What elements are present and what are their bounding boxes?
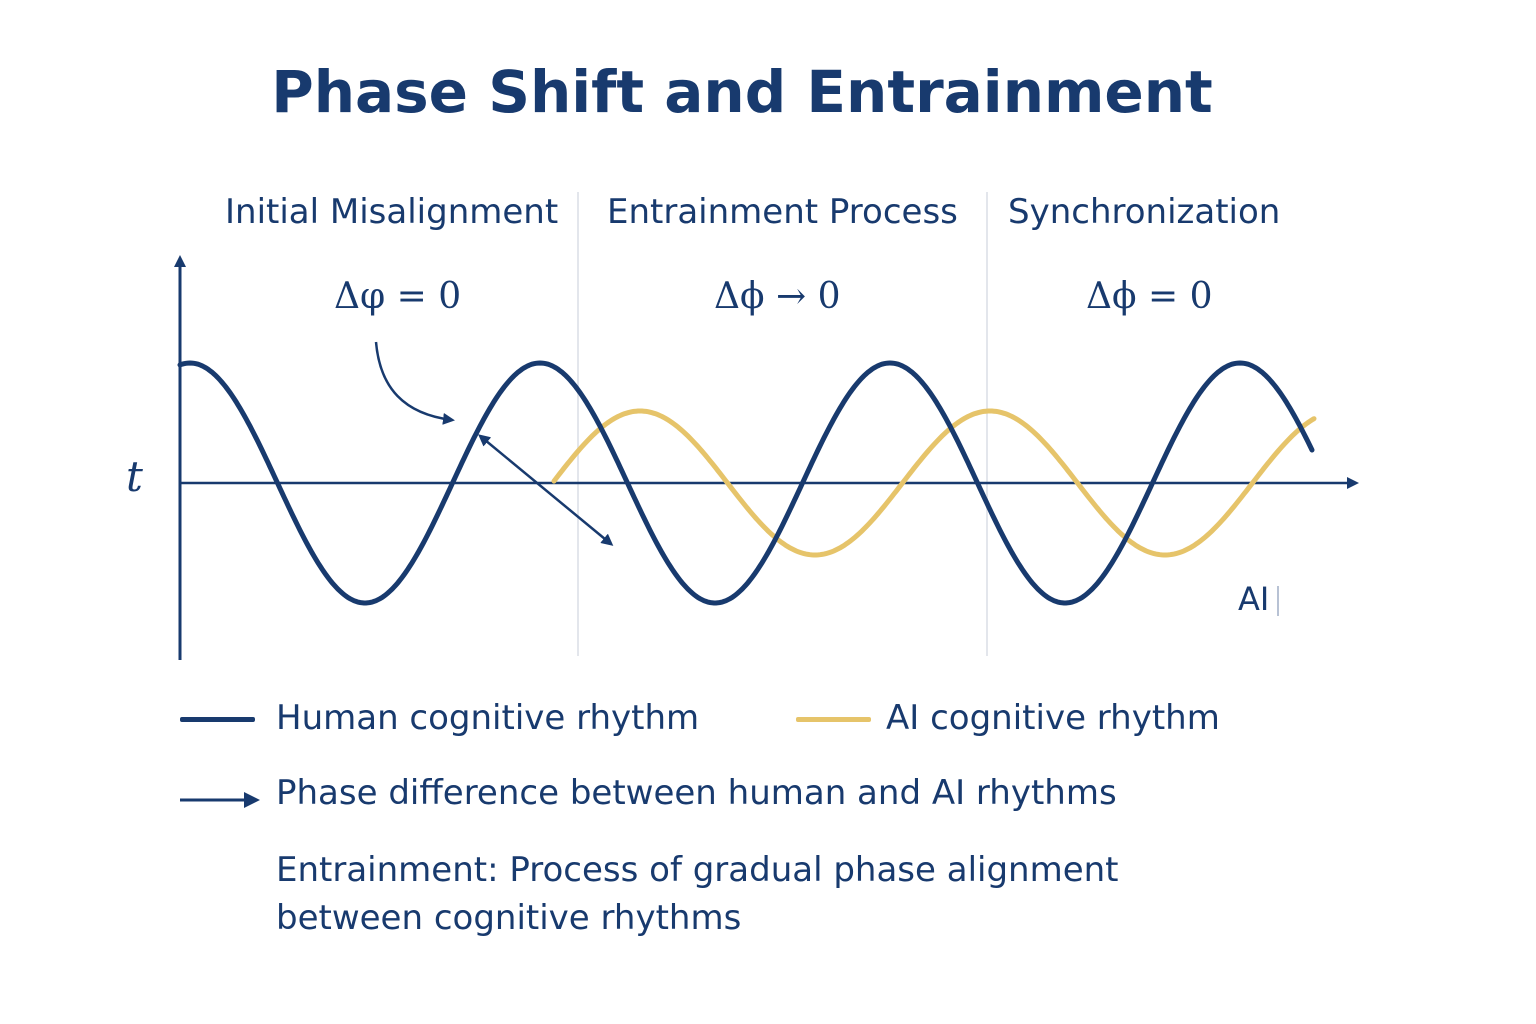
- legend-arrow-icon: [180, 792, 260, 808]
- ai-rhythm-curve: [551, 408, 1317, 558]
- page-title: Phase Shift and Entrainment: [271, 58, 1213, 126]
- legend-ai-swatch: [796, 717, 871, 722]
- phase-label-entrainment: Entrainment Process: [607, 192, 958, 232]
- time-axis-label: t: [126, 452, 143, 501]
- legend-human-label: Human cognitive rhythm: [276, 698, 700, 738]
- delta-pointer-arrow: [374, 341, 455, 425]
- delta-synchronization: Δϕ = 0: [1086, 276, 1213, 317]
- phase-label-initial: Initial Misalignment: [225, 192, 559, 232]
- ai-curve-tag: AI: [1238, 580, 1280, 618]
- legend-human-swatch: [180, 717, 255, 722]
- phase-difference-arrow: [478, 434, 614, 546]
- legend-ai-label: AI cognitive rhythm: [886, 698, 1220, 738]
- delta-initial: Δφ = 0: [334, 276, 462, 317]
- legend-arrow-label: Phase difference between human and AI rh…: [276, 773, 1117, 813]
- ai-curve-tag-text: AI: [1238, 580, 1270, 618]
- entrainment-note: Entrainment: Process of gradual phase al…: [276, 850, 1119, 938]
- phase-label-synchronization: Synchronization: [1008, 192, 1281, 232]
- delta-entrainment: Δϕ → 0: [714, 276, 841, 317]
- tag-caret: [1277, 586, 1280, 616]
- human-rhythm-curve: [177, 360, 1315, 606]
